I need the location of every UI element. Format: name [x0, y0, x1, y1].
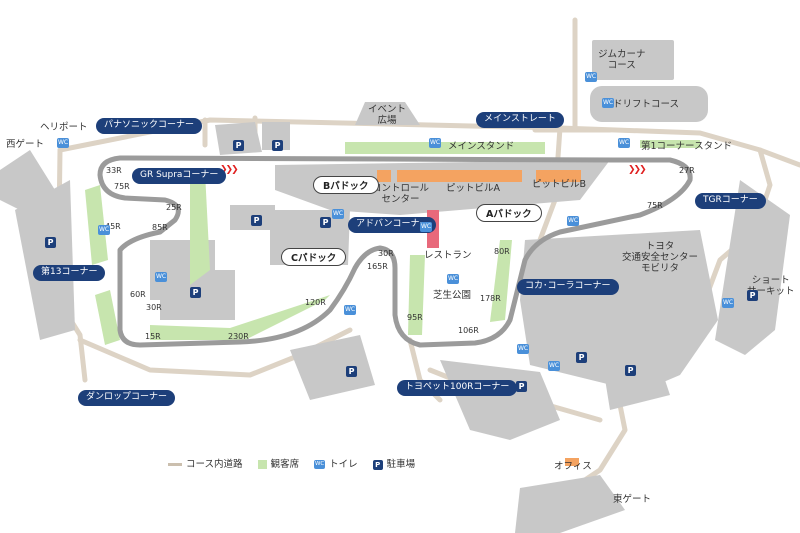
- radius-60r: 60R: [130, 290, 146, 299]
- parking-icon: P: [625, 365, 636, 376]
- tgr-corner-badge: TGRコーナー: [695, 193, 766, 209]
- parking-icon: P: [346, 366, 357, 377]
- heliport-label: ヘリポート: [40, 122, 88, 133]
- radius-33r: 33R: [106, 166, 122, 175]
- radius-95r: 95R: [407, 313, 423, 322]
- direction-arrow-right: ❯❯❯: [628, 165, 647, 175]
- parking-icon: P: [233, 140, 244, 151]
- radius-230r: 230R: [228, 332, 249, 341]
- legend-parking-label: 駐車場: [386, 459, 416, 470]
- pit-buildings: [377, 170, 581, 466]
- toilet-icon: WC: [314, 460, 326, 469]
- toilet-icon: WC: [420, 222, 432, 232]
- parking-icon: P: [272, 140, 283, 151]
- main-straight-badge: メインストレート: [476, 112, 564, 128]
- toilet-icon: WC: [618, 138, 630, 148]
- panasonic-corner-badge: パナソニックコーナー: [96, 118, 203, 134]
- parking-icon: P: [190, 287, 201, 298]
- spectator-areas: [85, 140, 700, 345]
- restaurant-label: レストラン: [424, 250, 472, 261]
- toilet-icon: WC: [332, 209, 344, 219]
- direction-arrow-left: ❯❯❯: [220, 165, 239, 175]
- parking-icon: P: [747, 290, 758, 301]
- toilet-icon: WC: [567, 216, 579, 226]
- paddock-a-label: Aパドック: [476, 204, 542, 222]
- parking-icon: P: [320, 217, 331, 228]
- radius-178r: 178R: [480, 294, 501, 303]
- radius-45r: 45R: [105, 222, 121, 231]
- gr-supra-corner-badge: GR Supraコーナー: [132, 168, 227, 184]
- radius-15r: 15R: [145, 332, 161, 341]
- radius-106r: 106R: [458, 326, 479, 335]
- legend-stands-label: 観客席: [270, 459, 300, 470]
- toilet-icon: WC: [517, 344, 529, 354]
- event-plaza-label: イベント 広場: [368, 104, 407, 126]
- radius-30r-west: 30R: [146, 303, 162, 312]
- radius-75r-west: 75R: [114, 182, 130, 191]
- toilet-icon: WC: [344, 305, 356, 315]
- toilet-icon: WC: [585, 72, 597, 82]
- parking-icon: P: [45, 237, 56, 248]
- radius-25r: 25R: [166, 203, 182, 212]
- radius-165r: 165R: [367, 262, 388, 271]
- dunlop-corner-badge: ダンロップコーナー: [78, 390, 176, 406]
- short-circuit-label: ショート サーキット: [747, 275, 795, 297]
- stand-swatch: [257, 460, 267, 469]
- toilet-icon: WC: [98, 225, 110, 235]
- toilet-icon: WC: [429, 138, 441, 148]
- paddock-b-label: Bパドック: [313, 176, 379, 194]
- parking-icon: P: [576, 352, 587, 363]
- drift-course-label: ドリフトコース: [613, 99, 680, 110]
- toilet-icon: WC: [155, 272, 167, 282]
- toilet-icon: WC: [57, 138, 69, 148]
- parking-icon: P: [516, 381, 527, 392]
- racing-circuit: [97, 155, 693, 348]
- radius-80r: 80R: [494, 247, 510, 256]
- parking-icon: P: [372, 459, 383, 470]
- coca-cola-corner-badge: コカ･コーラコーナー: [517, 279, 619, 295]
- control-center-label: コントロール センター: [372, 183, 430, 205]
- radius-75r-east: 75R: [647, 201, 663, 210]
- advan-corner-badge: アドバンコーナー: [348, 217, 437, 233]
- toilet-icon: WC: [602, 98, 614, 108]
- office-label: オフィス: [554, 461, 592, 472]
- legend-toilet-label: トイレ: [329, 459, 358, 470]
- lawn-park-label: 芝生公園: [433, 290, 472, 301]
- radius-85r: 85R: [152, 223, 168, 232]
- corner-13-badge: 第13コーナー: [33, 265, 106, 281]
- toyota-safety-center-label: トヨタ 交通安全センター モビリタ: [622, 241, 699, 274]
- legend-stands: 観客席: [257, 456, 300, 470]
- west-gate-label: 西ゲート: [6, 139, 45, 150]
- pit-building-b-label: ピットビルB: [532, 179, 587, 190]
- legend-road-label: コース内道路: [186, 459, 243, 470]
- radius-30r-advan: 30R: [378, 249, 394, 258]
- toilet-icon: WC: [722, 298, 734, 308]
- pit-building-a-label: ピットビルA: [446, 183, 500, 194]
- toyopet-100r-corner-badge: トヨペット100Rコーナー: [397, 380, 518, 396]
- parking-icon: P: [251, 215, 262, 226]
- toilet-icon: WC: [548, 361, 560, 371]
- legend-road: コース内道路: [168, 456, 243, 470]
- gymkhana-course-label: ジムカーナ コース: [598, 49, 646, 71]
- road-swatch: [168, 463, 182, 466]
- east-gate-label: 東ゲート: [613, 494, 652, 505]
- radius-120r: 120R: [305, 298, 326, 307]
- first-corner-stand-label: 第1コーナースタンド: [641, 141, 733, 152]
- main-stand-label: メインスタンド: [448, 141, 515, 152]
- paddock-c-label: Cパドック: [281, 248, 347, 266]
- building-areas: [0, 40, 790, 533]
- toilet-icon: WC: [447, 274, 459, 284]
- radius-27r: 27R: [679, 166, 695, 175]
